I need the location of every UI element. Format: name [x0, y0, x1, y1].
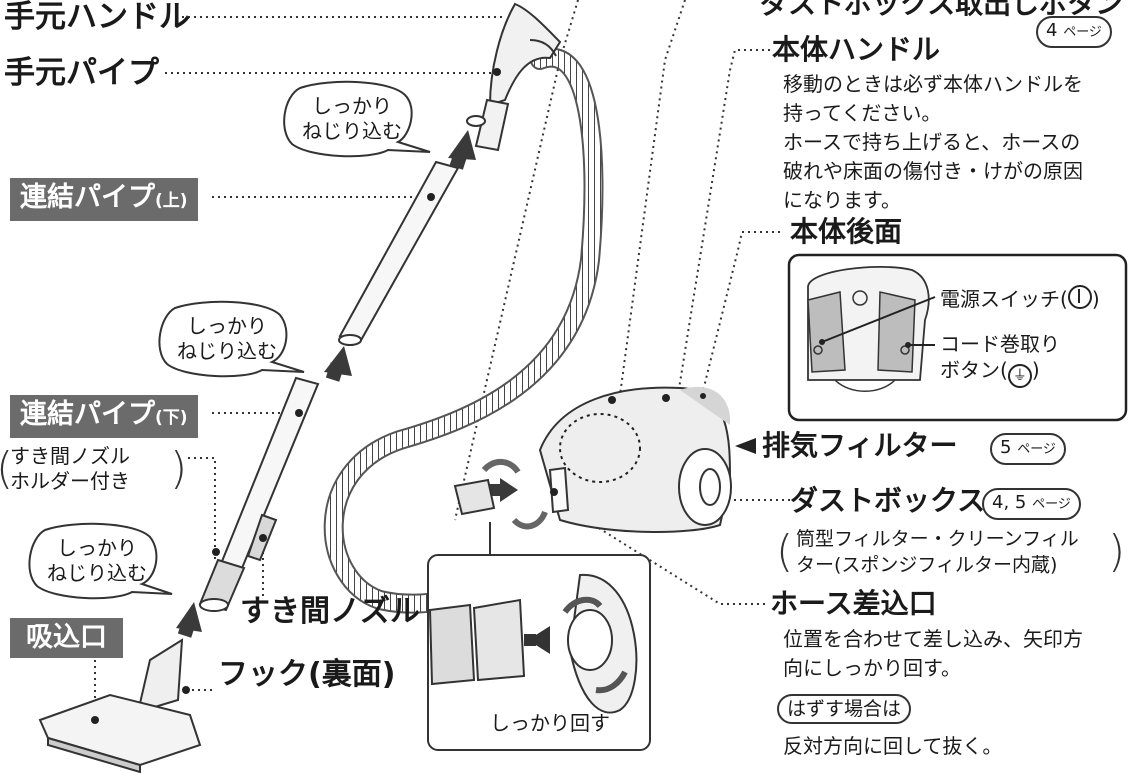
- hook-label: フック(裏面): [218, 657, 396, 692]
- twist-bubble-2: しっかりねじり込む: [177, 314, 277, 363]
- cord-rewind-label-2: ボタン(⏚): [940, 359, 1040, 388]
- power-switch-label: 電源スイッチ(): [940, 285, 1100, 311]
- page-ref-exhaust: 5 ページ: [990, 433, 1066, 465]
- dust-box-note: ( ) 筒型フィルター・クリーンフィル ター(スポンジフィルター内蔵): [776, 526, 1126, 577]
- nozzle-holder-note: ( ) すき間ノズル ホルダー付き: [0, 443, 188, 494]
- suction-inlet-label: 吸込口: [10, 618, 123, 658]
- direction-arrows: [176, 130, 518, 638]
- body-handle-label: 本体ハンドル: [772, 33, 941, 66]
- cord-rewind-label-1: コード巻取り: [940, 332, 1060, 356]
- exhaust-filter-label: 排気フィルター: [762, 429, 958, 462]
- plug-icon: ⏚: [1007, 364, 1032, 388]
- body-handle-note-1: 移動のときは必ず本体ハンドルを: [783, 72, 1083, 96]
- hand-handle-label: 手元ハンドル: [4, 0, 190, 35]
- body-handle-note-3: ホースで持ち上げると、ホースの: [783, 130, 1081, 154]
- body-handle-note-2: 持ってください。: [783, 101, 942, 125]
- twist-bubble-3: しっかりねじり込む: [47, 536, 147, 585]
- page-ref-dust-button: 4 ページ: [1036, 16, 1112, 48]
- upper-pipe-label: 連結パイプ(上): [10, 178, 198, 221]
- remove-note: 反対方向に回して抜く。: [783, 734, 1003, 758]
- hose-inlet-note-1: 位置を合わせて差し込み、矢印方: [783, 627, 1083, 651]
- page-ref-dust-box: 4, 5 ページ: [982, 488, 1081, 520]
- dust-box-release-label: ダストボックス取出しボタン: [760, 0, 1124, 20]
- twist-firmly-caption: しっかり回す: [490, 711, 610, 735]
- body-handle-note-5: になります。: [783, 188, 901, 212]
- power-icon: [1067, 285, 1092, 309]
- crevice-nozzle-label: すき間ノズル: [240, 594, 420, 629]
- hand-pipe-label: 手元パイプ: [4, 55, 159, 91]
- body-handle-note-4: 破れや床面の傷付き・けがの原因: [783, 159, 1083, 183]
- twist-bubble-1: しっかりねじり込む: [302, 94, 402, 143]
- lower-pipe-label: 連結パイプ(下): [10, 395, 198, 438]
- dust-box-label: ダストボックス: [790, 484, 986, 517]
- bubble-shapes: [28, 80, 431, 600]
- hose-inlet-note-2: 向にしっかり回す。: [783, 656, 961, 680]
- body-back-label: 本体後面: [790, 215, 903, 248]
- remove-tag: はずす場合は: [777, 694, 912, 724]
- hose-inlet-label: ホース差込口: [770, 587, 937, 620]
